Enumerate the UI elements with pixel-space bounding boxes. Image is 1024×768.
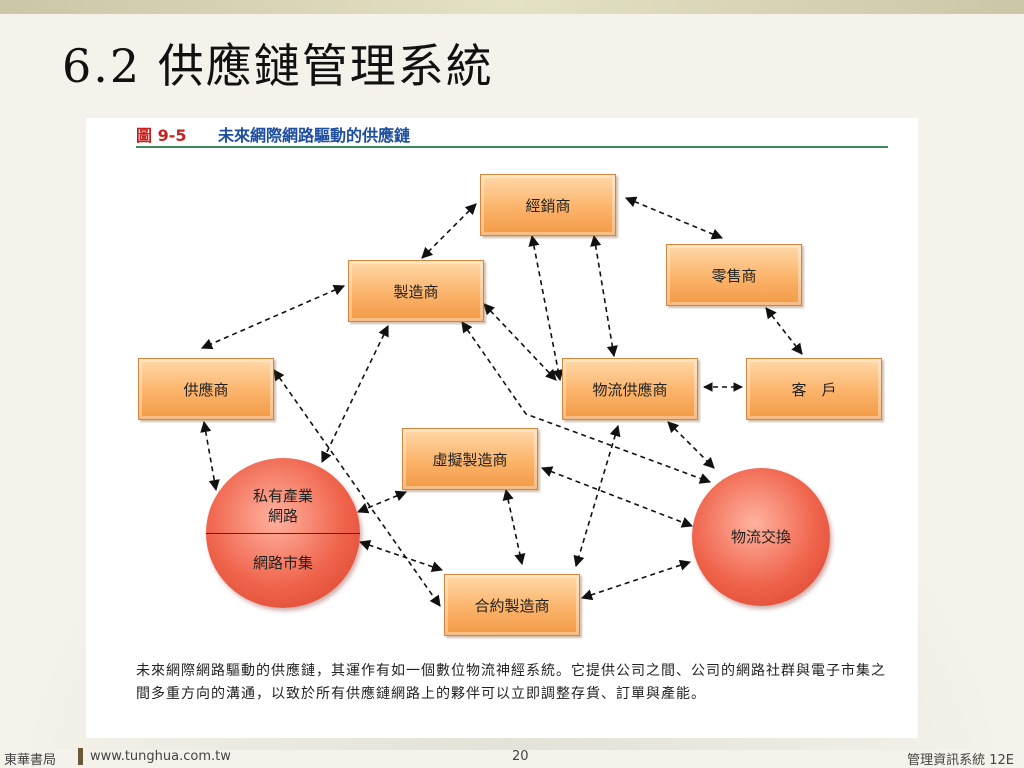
net-marketplace-label: 網路市集 <box>252 554 313 572</box>
node-virtual-manufacturer: 虛擬製造商 <box>402 428 538 490</box>
arrow-logistics-exchange <box>667 421 715 469</box>
node-manufacturer: 製造商 <box>348 260 484 322</box>
arrow-virtual-exchange <box>540 466 694 528</box>
node-retailer: 零售商 <box>666 244 802 306</box>
arrow-supplier-contract <box>273 369 441 607</box>
logistics-exchange-label: 物流交換 <box>730 528 791 546</box>
circle-divider <box>206 533 360 534</box>
arrow-manufacturer-supplier <box>200 284 346 350</box>
footer-book-title: 管理資訊系統 12E <box>907 753 1014 768</box>
private-network-label-line1: 私有產業 <box>252 487 313 505</box>
node-contract-manufacturer: 合約製造商 <box>444 574 580 636</box>
arrow-distributor-retailer <box>624 196 724 240</box>
private-network-label-line2: 網路 <box>267 507 298 525</box>
node-customer: 客 戶 <box>746 358 882 420</box>
node-supplier: 供應商 <box>138 358 274 420</box>
footer-url[interactable]: www.tunghua.com.tw <box>90 749 231 764</box>
figure-title-rule <box>136 146 888 148</box>
arrow-virtual-private <box>356 490 408 514</box>
arrow-distributor-manufacturer <box>421 203 477 259</box>
connection-arrows <box>200 196 803 607</box>
arrow-manufacturer-exchange <box>461 321 712 484</box>
arrow-contract-exchange <box>580 559 692 601</box>
footer-publisher: 東華書局 <box>4 753 57 768</box>
circle-logistics-exchange: 物流交換 <box>692 468 830 606</box>
node-logistics-provider: 物流供應商 <box>562 358 698 420</box>
arrow-virtual-contract <box>502 488 526 566</box>
arrow-supplier-private <box>200 420 220 492</box>
figure-panel: 圖 9-5 未來網際網路驅動的供應鏈 <box>86 118 918 738</box>
slide-title: 6.2 供應鏈管理系統 <box>62 39 494 93</box>
page-number: 20 <box>512 749 529 764</box>
figure-label: 圖 9-5 <box>136 126 187 145</box>
node-distributor: 經銷商 <box>480 174 616 236</box>
arrow-retailer-customer <box>765 307 803 355</box>
circle-private-network-marketplace: 私有產業 網路 網路市集 <box>206 458 360 608</box>
footer-separator <box>78 748 83 765</box>
top-decor-band <box>0 0 1024 14</box>
figure-title: 未來網際網路驅動的供應鏈 <box>218 126 411 145</box>
arrow-private-contract <box>358 539 444 573</box>
arrow-manufacturer-private <box>321 324 389 464</box>
arrow-distributor-logistics <box>590 234 618 358</box>
arrow-logistics-contract <box>573 424 621 568</box>
footer: 東華書局 www.tunghua.com.tw 20 管理資訊系統 12E <box>0 746 1024 768</box>
figure-caption: 未來網際網路驅動的供應鏈，其運作有如一個數位物流神經系統。它提供公司之間、公司的… <box>136 663 886 702</box>
